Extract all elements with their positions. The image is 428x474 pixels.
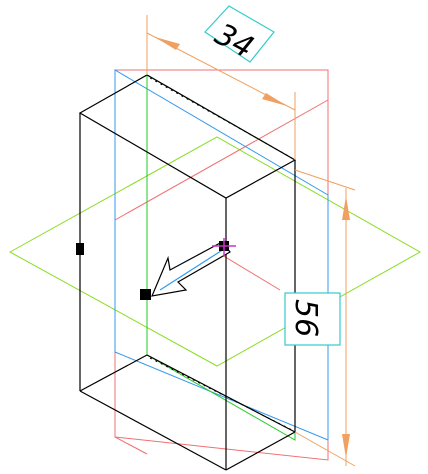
box-edge-bottom-left: [79, 390, 227, 471]
height-arrow-bottom-icon: [342, 434, 350, 458]
horizontal-plane[interactable]: [8, 136, 422, 367]
width-arrow-right-icon: [262, 93, 287, 106]
right-plane-axis: [216, 251, 281, 291]
height-value-box[interactable]: 56: [284, 292, 341, 346]
height-value: 56: [288, 299, 323, 337]
hidden-edge-bottom: [149, 357, 293, 431]
box-edge-bottom-right: [225, 431, 296, 471]
right-plane-diagonal: [114, 99, 329, 221]
resize-handle-icon[interactable]: [140, 289, 151, 300]
height-ext-line-bottom: [294, 431, 356, 467]
right-plane-edge: [114, 436, 148, 455]
origin-marker-icon[interactable]: [212, 238, 236, 256]
height-ext-line-top: [294, 169, 356, 191]
height-arrow-top-icon: [342, 196, 350, 220]
width-dimension[interactable]: 34: [146, 5, 296, 160]
direction-arrow-icon[interactable]: [151, 241, 231, 297]
height-dimension[interactable]: 56: [284, 169, 356, 467]
box-edge-hidden-1: [79, 354, 148, 392]
resize-handle-icon[interactable]: [76, 243, 84, 255]
width-arrow-left-icon: [155, 37, 180, 50]
left-plane[interactable]: [114, 69, 329, 441]
width-value-box[interactable]: 34: [204, 5, 275, 66]
